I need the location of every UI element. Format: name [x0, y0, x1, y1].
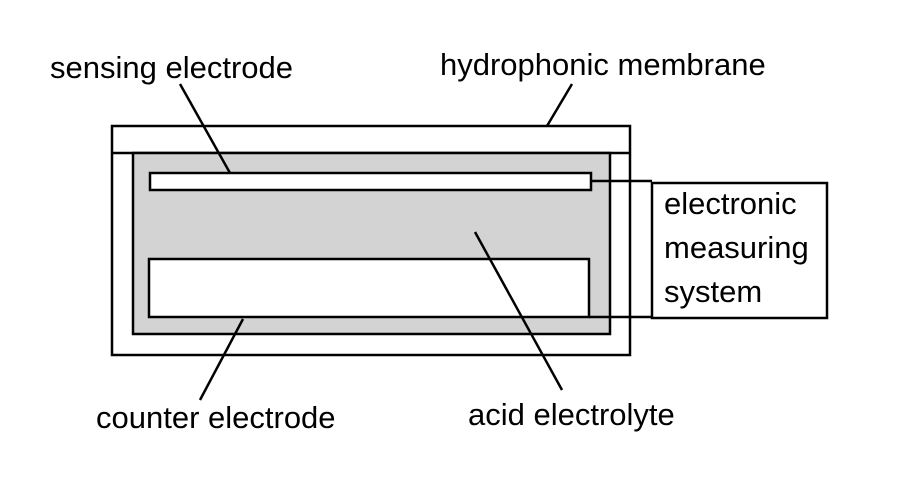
electronic-measuring-system-line-2: measuring	[664, 230, 809, 265]
membrane-leader	[545, 83, 574, 127]
electronic-measuring-system-line-1: electronic	[664, 186, 797, 221]
electronic-measuring-system-line-3: system	[664, 274, 762, 309]
counter-electrode-leader	[198, 318, 245, 401]
hydrophonic-membrane-label: hydrophonic membrane	[440, 47, 766, 82]
counter-electrode	[147, 257, 591, 319]
sensing-electrode-leader	[178, 83, 232, 174]
electronic-measuring-system-box	[650, 181, 829, 320]
sensing-electrode	[148, 171, 593, 192]
electronic-measuring-system-label: electronic measuring system	[664, 186, 817, 309]
sensing-electrode-label: sensing electrode	[50, 50, 293, 85]
acid-electrolyte-leader	[473, 231, 564, 391]
counter-electrode-label: counter electrode	[96, 400, 336, 435]
acid-electrolyte-label: acid electrolyte	[468, 397, 675, 432]
